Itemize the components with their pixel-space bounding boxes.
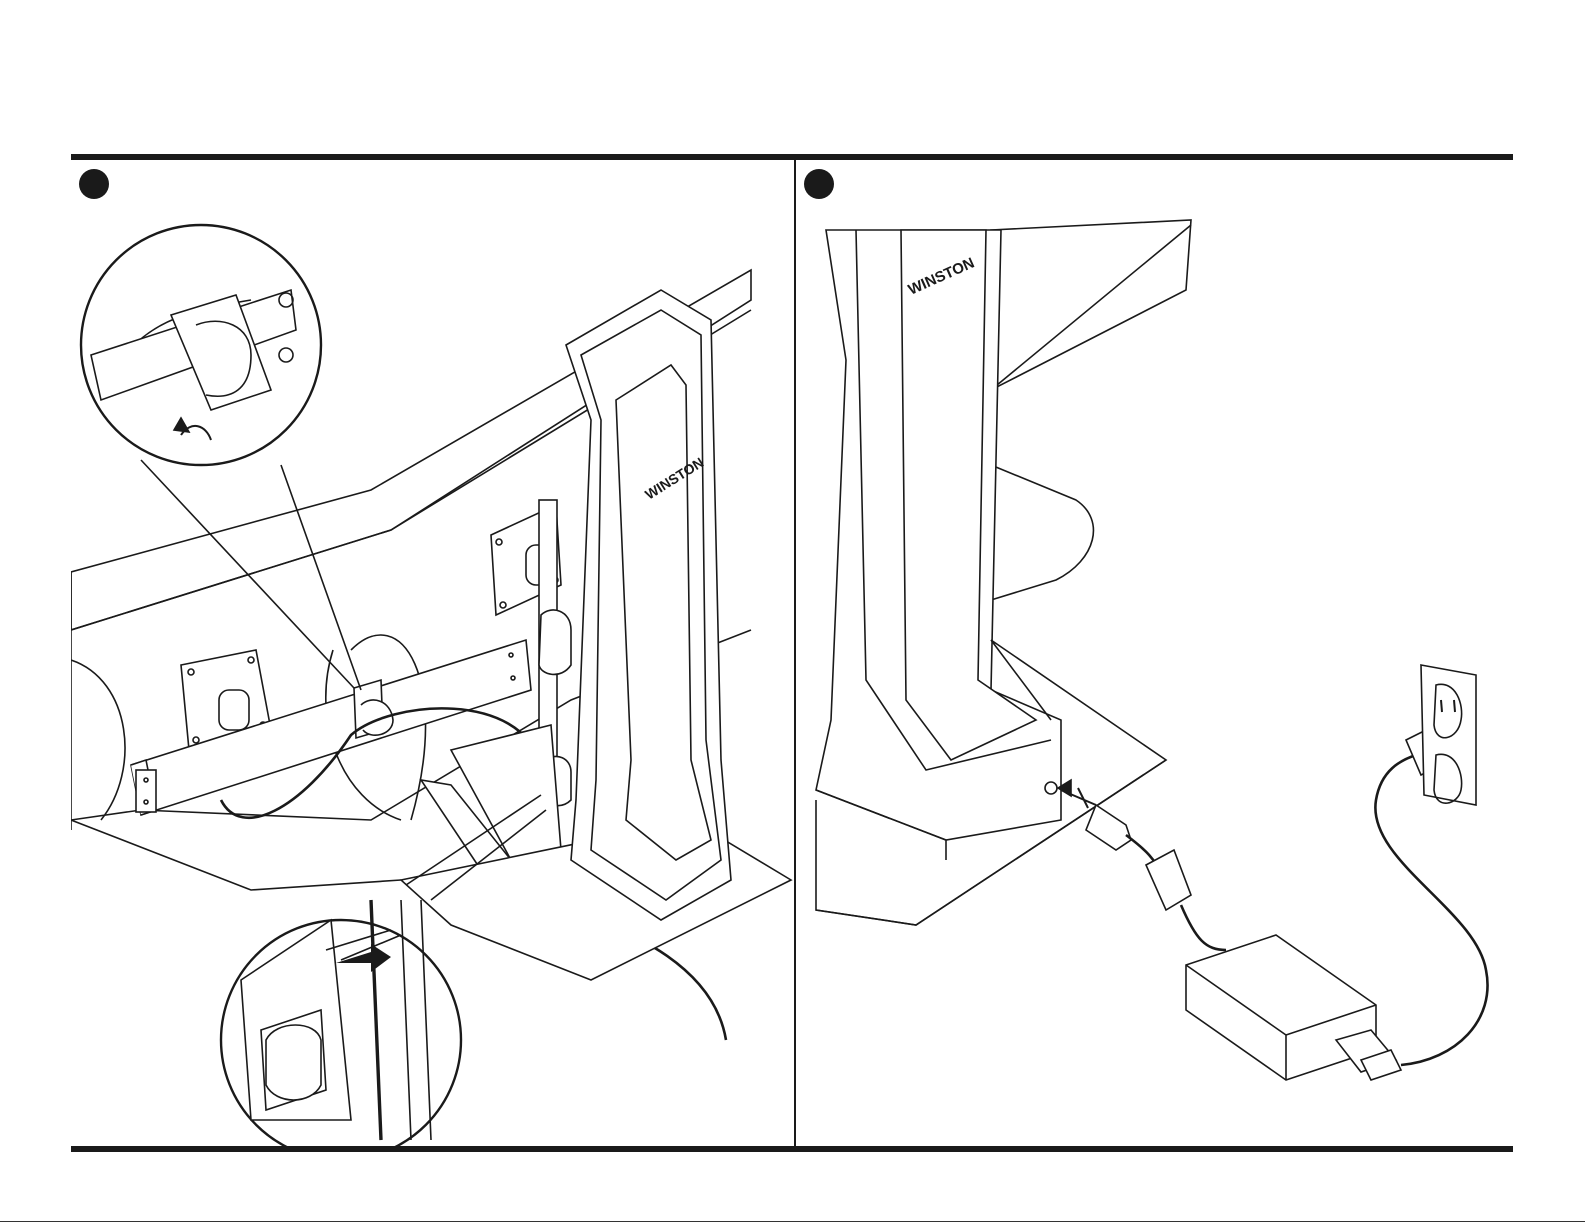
step-1-illustration: WINSTON <box>71 160 794 1146</box>
callout-bottom <box>221 795 546 1146</box>
step-2-illustration: WINSTON <box>796 160 1513 1146</box>
callout-top <box>81 225 361 690</box>
page-bottom-line <box>0 1221 1585 1222</box>
stand-column: WINSTON <box>566 290 731 920</box>
bottom-rule <box>71 1146 1513 1152</box>
power-brick-icon <box>1186 935 1401 1080</box>
wall-outlet-icon <box>1421 665 1476 805</box>
